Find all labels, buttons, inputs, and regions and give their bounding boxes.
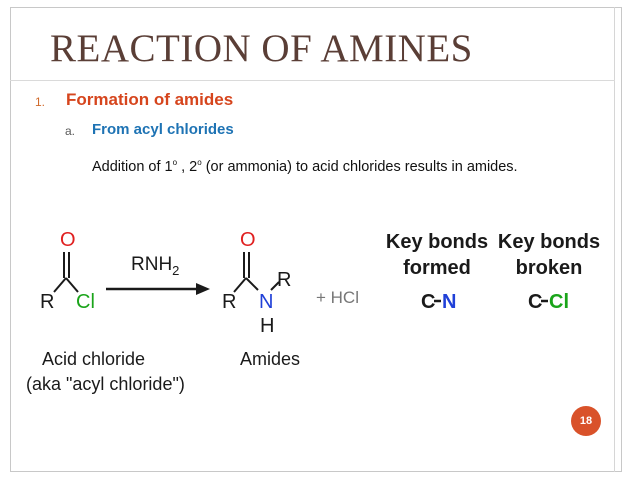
key-broken-bond-chlorine: Cl [549, 291, 569, 313]
byproduct-hcl: + HCl [316, 288, 359, 307]
key-formed-title-line2: formed [403, 257, 471, 279]
section-heading: Formation of amides [66, 90, 234, 109]
reactant-r-bond [53, 277, 67, 293]
reactant-cl-bond [65, 277, 79, 293]
body-text-post: (or ammonia) to acid chlorides results i… [201, 158, 518, 175]
title-divider [10, 80, 615, 81]
reactant-label-line2: (aka "acyl chloride") [26, 374, 185, 394]
degree-superscript-1: o [172, 158, 178, 167]
body-text-mid: , 2 [177, 158, 198, 175]
degree-superscript-2: o [197, 158, 202, 167]
key-broken-title-line2: broken [516, 257, 583, 279]
reactant-label-line1: Acid chloride [42, 349, 145, 369]
key-broken-bond-carbon: C [528, 291, 542, 313]
list-number: 1. [35, 95, 46, 109]
slide-right-rule [614, 7, 615, 472]
slide-title: REACTION OF AMINES [50, 27, 473, 70]
sub-list-letter: a. [65, 124, 76, 138]
product-oxygen-atom: O [240, 229, 256, 251]
page-number-badge: 18 [571, 406, 601, 436]
product-n-bond [245, 277, 259, 291]
product-label: Amides [240, 349, 300, 369]
subsection-heading: From acyl chlorides [92, 121, 234, 138]
reaction-scheme: O R Cl RNH2 O R N R H + HCl Acid chlorid… [26, 229, 600, 394]
key-broken-title-line1: Key bonds [498, 231, 600, 253]
slide-frame [10, 7, 622, 472]
product-n-r-group: R [277, 269, 291, 291]
body-paragraph: Addition of 1o , 2o (or ammonia) to acid… [92, 152, 562, 178]
key-formed-title-line1: Key bonds [386, 231, 488, 253]
reaction-arrow-head [196, 283, 210, 295]
reagent-label: RNH2 [131, 254, 179, 278]
product-hydrogen-atom: H [260, 315, 274, 337]
key-formed-bond-carbon: C [421, 291, 435, 313]
product-n-r-bond [270, 281, 280, 291]
reactant-r-group: R [40, 291, 54, 313]
product-r-group: R [222, 291, 236, 313]
product-nitrogen-atom: N [259, 291, 273, 313]
body-text-pre: Addition of 1 [92, 158, 173, 175]
key-formed-bond-nitrogen: N [442, 291, 456, 313]
product-r-bond [233, 277, 247, 293]
reactant-chlorine-atom: Cl [76, 291, 95, 313]
reactant-oxygen-atom: O [60, 229, 76, 251]
